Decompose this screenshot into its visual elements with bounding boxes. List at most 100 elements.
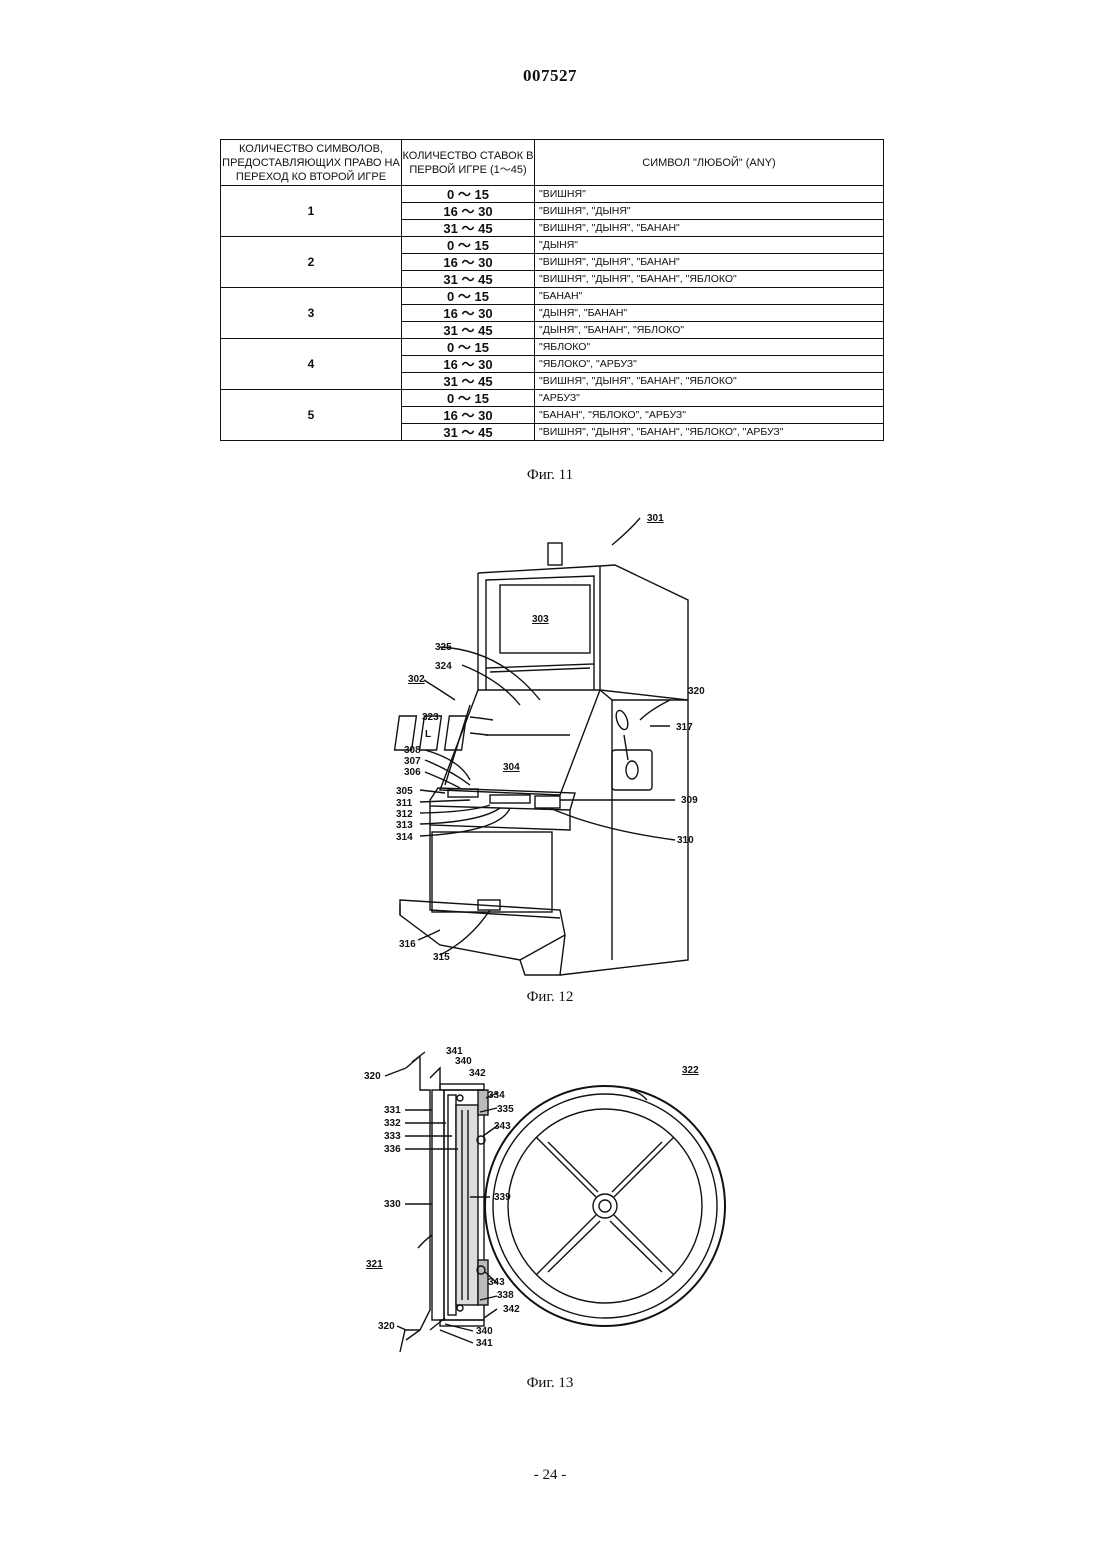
label-343-bottom: 343: [488, 1277, 505, 1288]
bet-range-cell: 0 ～ 15: [402, 288, 535, 305]
frame-320: [406, 1056, 430, 1340]
symbol-count-cell: 5: [221, 390, 402, 441]
label-L: L: [425, 729, 431, 740]
figure-12-slot-machine-drawing: 301 303 325 324 302 320 323 L 317 308 30…: [360, 505, 720, 985]
bet-range-cell: 16 ～ 30: [402, 203, 535, 220]
any-symbols-cell: "ДЫНЯ": [535, 237, 884, 254]
label-335: 335: [497, 1104, 514, 1115]
label-316: 316: [399, 939, 416, 950]
label-311: 311: [396, 798, 413, 809]
table-row: 30 ～ 15"БАНАН": [221, 288, 884, 305]
label-321: 321: [366, 1259, 383, 1270]
any-symbols-cell: "ДЫНЯ", "БАНАН": [535, 305, 884, 322]
reel-window-325: [445, 716, 467, 750]
symbol-count-cell: 2: [221, 237, 402, 288]
label-340-bottom: 340: [476, 1326, 493, 1337]
glass-panel-331: [432, 1090, 444, 1320]
label-323: 323: [422, 712, 439, 723]
label-307: 307: [404, 756, 421, 767]
bet-range-cell: 31 ～ 45: [402, 424, 535, 441]
any-symbols-cell: "АРБУЗ": [535, 390, 884, 407]
bill-validator-309: [535, 796, 560, 808]
label-334: 334: [488, 1090, 505, 1101]
bet-range-cell: 0 ～ 15: [402, 186, 535, 203]
lever-knob-317: [614, 709, 630, 731]
document-number: 007527: [0, 66, 1100, 86]
label-308: 308: [404, 745, 421, 756]
any-symbols-cell: "ВИШНЯ", "ДЫНЯ", "БАНАН": [535, 220, 884, 237]
wheel-322-outer: [485, 1086, 725, 1326]
top-lamp-pole: [548, 543, 562, 565]
label-313: 313: [396, 820, 413, 831]
any-symbols-cell: "ВИШНЯ", "ДЫНЯ", "БАНАН", "ЯБЛОКО", "АРБ…: [535, 424, 884, 441]
header-bet-count: КОЛИЧЕСТВО СТАВОК В ПЕРВОЙ ИГРЕ (1～45): [402, 140, 535, 186]
any-symbols-cell: "ВИШНЯ", "ДЫНЯ", "БАНАН": [535, 254, 884, 271]
label-317: 317: [676, 722, 693, 733]
any-symbols-cell: "ВИШНЯ", "ДЫНЯ", "БАНАН", "ЯБЛОКО": [535, 373, 884, 390]
figure-12-caption: Фиг. 12: [0, 989, 1100, 1006]
symbol-count-cell: 3: [221, 288, 402, 339]
label-305: 305: [396, 786, 413, 797]
label-320: 320: [688, 686, 705, 697]
page-number: - 24 -: [0, 1467, 1100, 1484]
bet-range-cell: 31 ～ 45: [402, 220, 535, 237]
label-320-top: 320: [364, 1071, 381, 1082]
any-symbols-cell: "ДЫНЯ", "БАНАН", "ЯБЛОКО": [535, 322, 884, 339]
table-row: 10 ～ 15"ВИШНЯ": [221, 186, 884, 203]
bet-range-cell: 16 ～ 30: [402, 254, 535, 271]
label-343-top: 343: [494, 1121, 511, 1132]
label-310: 310: [677, 835, 694, 846]
label-324: 324: [435, 661, 452, 672]
display-333: [456, 1105, 478, 1305]
label-330: 330: [384, 1199, 401, 1210]
bet-range-cell: 31 ～ 45: [402, 271, 535, 288]
symbol-count-cell: 1: [221, 186, 402, 237]
table-row: 40 ～ 15"ЯБЛОКО": [221, 339, 884, 356]
figure-13-caption: Фиг. 13: [0, 1375, 1100, 1392]
control-panel: [430, 788, 575, 810]
label-331: 331: [384, 1105, 401, 1116]
label-306: 306: [404, 767, 421, 778]
bet-range-cell: 16 ～ 30: [402, 305, 535, 322]
label-342-top: 342: [469, 1068, 486, 1079]
label-333: 333: [384, 1131, 401, 1142]
table-row: 50 ～ 15"АРБУЗ": [221, 390, 884, 407]
header-any-symbol: СИМВОЛ "ЛЮБОЙ" (ANY): [535, 140, 884, 186]
table-row: 20 ～ 15"ДЫНЯ": [221, 237, 884, 254]
label-341-bottom: 341: [476, 1338, 493, 1349]
label-303: 303: [532, 614, 549, 625]
label-339: 339: [494, 1192, 511, 1203]
bet-range-cell: 0 ～ 15: [402, 237, 535, 254]
figure-11-table-container: КОЛИЧЕСТВО СИМВОЛОВ, ПРЕДОСТАВЛЯЮЩИХ ПРА…: [220, 139, 883, 441]
bet-range-cell: 0 ～ 15: [402, 390, 535, 407]
figure-13-wheel-drawing: 341 340 342 322 320 334 331 335 332 343 …: [360, 1040, 740, 1370]
bet-range-cell: 0 ～ 15: [402, 339, 535, 356]
figure-11-caption: Фиг. 11: [0, 467, 1100, 484]
any-symbols-cell: "ЯБЛОКО": [535, 339, 884, 356]
any-symbols-cell: "ЯБЛОКО", "АРБУЗ": [535, 356, 884, 373]
label-301: 301: [647, 513, 664, 524]
any-symbols-cell: "БАНАН": [535, 288, 884, 305]
label-332: 332: [384, 1118, 401, 1129]
label-336: 336: [384, 1144, 401, 1155]
wheel-hub: [593, 1194, 617, 1218]
label-302: 302: [408, 674, 425, 685]
figure-11-table: КОЛИЧЕСТВО СИМВОЛОВ, ПРЕДОСТАВЛЯЮЩИХ ПРА…: [220, 139, 884, 441]
any-symbols-cell: "ВИШНЯ", "ДЫНЯ", "БАНАН", "ЯБЛОКО": [535, 271, 884, 288]
any-symbols-cell: "БАНАН", "ЯБЛОКО", "АРБУЗ": [535, 407, 884, 424]
label-309: 309: [681, 795, 698, 806]
label-314: 314: [396, 832, 413, 843]
label-312: 312: [396, 809, 413, 820]
coin-tray-316: [400, 900, 565, 960]
bet-range-cell: 16 ～ 30: [402, 407, 535, 424]
any-symbols-cell: "ВИШНЯ", "ДЫНЯ": [535, 203, 884, 220]
label-320-bottom: 320: [378, 1321, 395, 1332]
symbol-count-cell: 4: [221, 339, 402, 390]
label-342-bottom: 342: [503, 1304, 520, 1315]
label-315: 315: [433, 952, 450, 963]
label-304: 304: [503, 762, 520, 773]
lever-base: [612, 750, 652, 790]
label-338: 338: [497, 1290, 514, 1301]
reel-panel-304: [440, 690, 600, 795]
label-325: 325: [435, 642, 452, 653]
